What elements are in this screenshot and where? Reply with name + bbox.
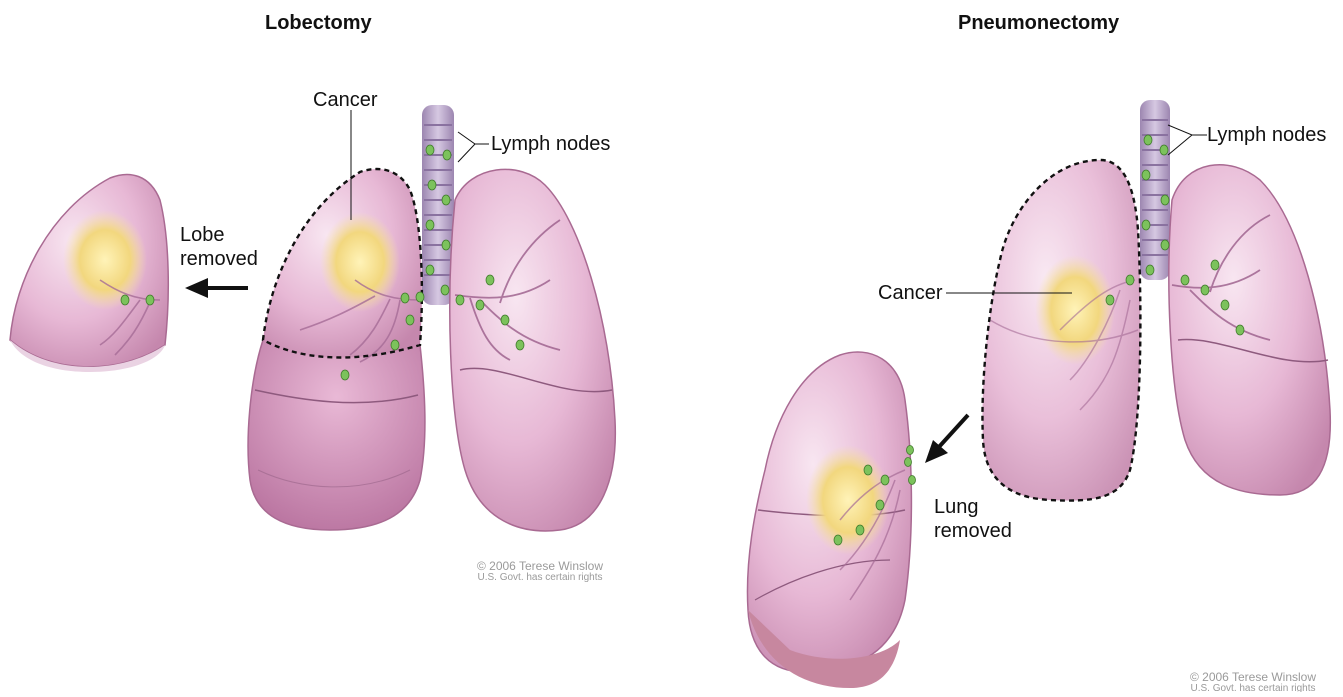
- removed-lung: [747, 352, 915, 688]
- trachea: [422, 105, 454, 305]
- lung-removed-label-line2: removed: [934, 519, 1012, 543]
- lobectomy-credit: © 2006 Terese Winslow U.S. Govt. has cer…: [455, 561, 625, 583]
- lung-removed-label-line1: Lung: [934, 495, 979, 519]
- lobectomy-title: Lobectomy: [265, 12, 372, 35]
- pneumonectomy-panel: [747, 100, 1330, 688]
- lobe-removed-label-line2: removed: [180, 247, 258, 271]
- credit-line2: U.S. Govt. has certain rights: [1168, 683, 1338, 692]
- trachea: [1140, 100, 1170, 280]
- lobectomy-cancer-label: Cancer: [313, 88, 377, 112]
- credit-line1: © 2006 Terese Winslow: [455, 561, 625, 572]
- removal-arrow: [185, 278, 248, 298]
- lobectomy-lymph-label: Lymph nodes: [491, 132, 610, 156]
- remaining-lung: [1169, 165, 1330, 495]
- lobe-removed-label-line1: Lobe: [180, 223, 225, 247]
- removed-lobe: [10, 174, 168, 372]
- pneumonectomy-title: Pneumonectomy: [958, 12, 1119, 35]
- pneumonectomy-lymph-label: Lymph nodes: [1207, 123, 1326, 147]
- pneumonectomy-credit: © 2006 Terese Winslow U.S. Govt. has cer…: [1168, 672, 1338, 692]
- pneumonectomy-cancer-label: Cancer: [878, 281, 942, 305]
- lymph-leader: [1168, 125, 1207, 155]
- removal-arrow: [925, 415, 968, 463]
- credit-line1: © 2006 Terese Winslow: [1168, 672, 1338, 683]
- credit-line2: U.S. Govt. has certain rights: [455, 572, 625, 583]
- right-lung-lower-lobe: [248, 340, 425, 530]
- lymph-leader: [458, 132, 489, 162]
- left-lung: [450, 169, 616, 531]
- lobectomy-panel: [10, 105, 615, 531]
- tumor-ghost: [1035, 255, 1115, 365]
